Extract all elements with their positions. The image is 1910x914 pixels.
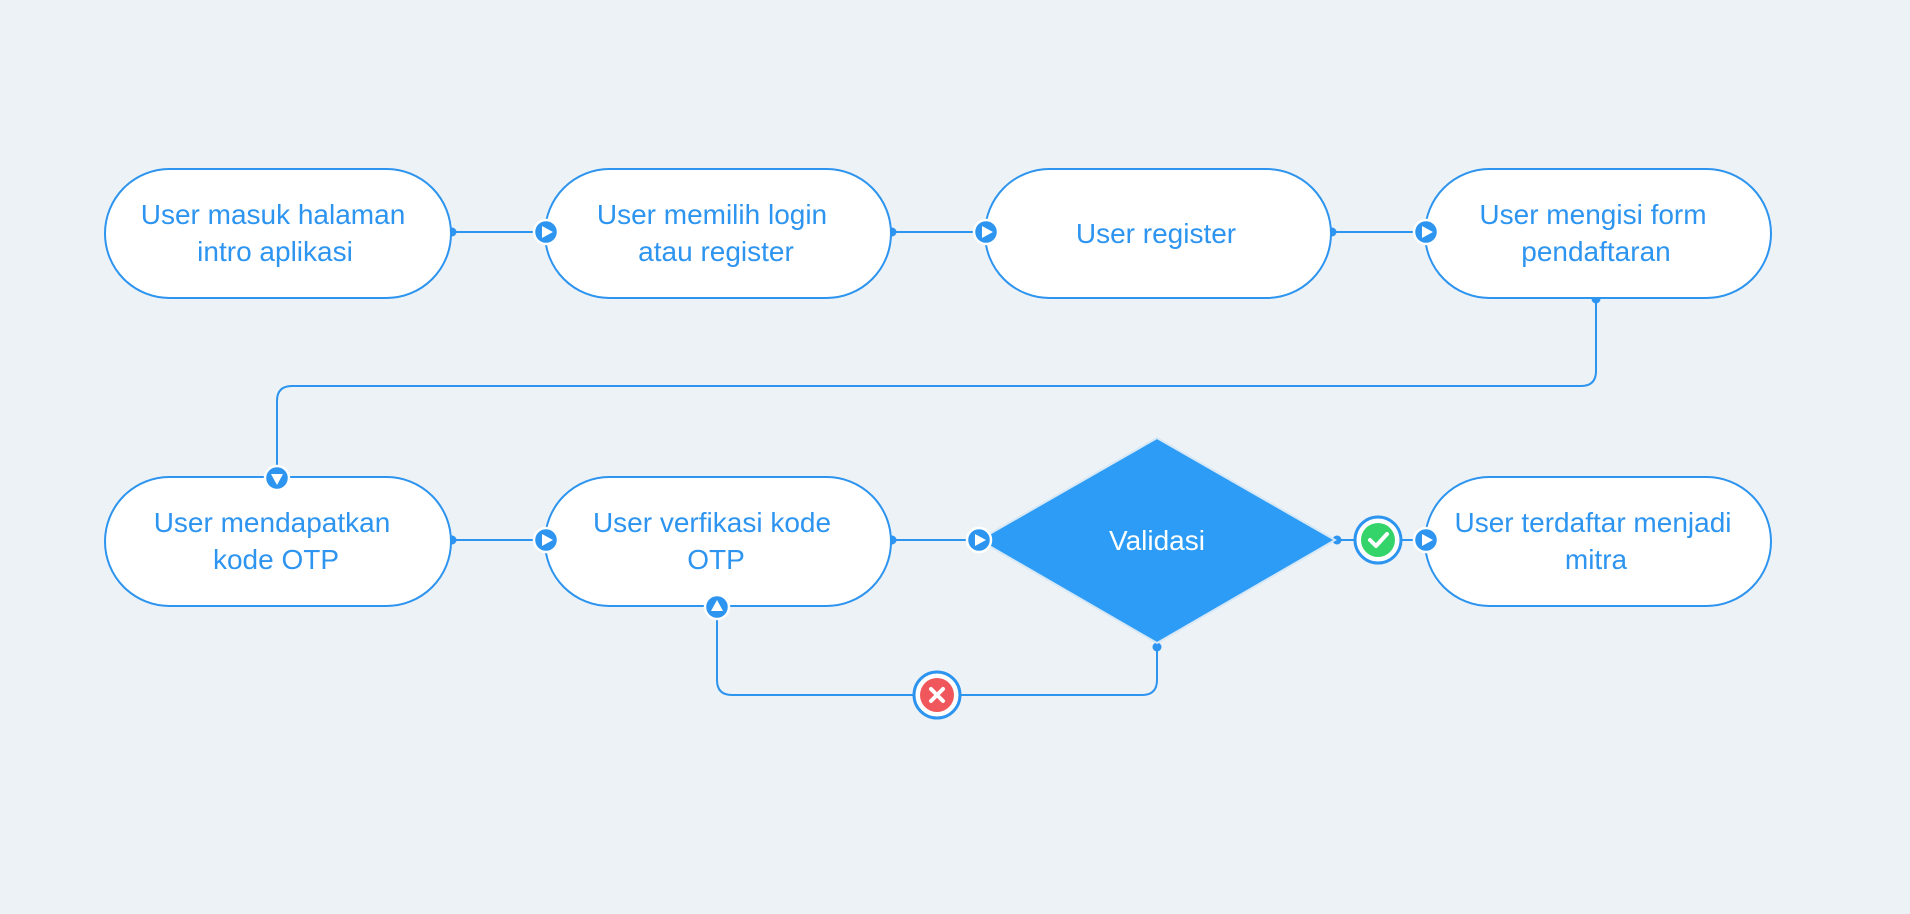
node-otp-line2: kode OTP — [213, 544, 339, 575]
x-circle-icon — [912, 670, 962, 720]
play-arrow-up-icon — [703, 593, 731, 621]
node-intro-line2: intro aplikasi — [197, 236, 353, 267]
connector-form-otp — [276, 299, 1597, 477]
play-arrow-icon — [532, 526, 560, 554]
node-mitra-line1: User terdaftar menjadi — [1454, 507, 1731, 538]
node-form[interactable]: User mengisi form pendaftaran — [1424, 168, 1772, 299]
node-choose-line2: atau register — [638, 236, 794, 267]
connector-dot — [1332, 535, 1342, 545]
node-verify-line2: OTP — [687, 544, 745, 575]
node-intro-line1: User masuk halaman — [141, 199, 406, 230]
node-choose-line1: User memilih login — [597, 199, 827, 230]
node-verify[interactable]: User verfikasi kode OTP — [544, 476, 892, 607]
decision-validasi[interactable]: Validasi — [976, 436, 1338, 645]
node-otp-line1: User mendapatkan — [154, 507, 391, 538]
play-arrow-down-icon — [263, 464, 291, 492]
play-arrow-icon — [532, 218, 560, 246]
node-verify-line1: User verfikasi kode — [593, 507, 831, 538]
node-form-line1: User mengisi form — [1479, 199, 1706, 230]
node-form-line2: pendaftaran — [1521, 236, 1670, 267]
play-arrow-icon — [972, 218, 1000, 246]
play-arrow-icon — [965, 526, 993, 554]
node-mitra[interactable]: User terdaftar menjadi mitra — [1424, 476, 1772, 607]
node-register-label: User register — [1076, 218, 1236, 249]
connectors — [276, 231, 1597, 696]
decision-validasi-label: Validasi — [1109, 525, 1205, 556]
node-choose[interactable]: User memilih login atau register — [544, 168, 892, 299]
node-intro[interactable]: User masuk halaman intro aplikasi — [104, 168, 452, 299]
node-mitra-line2: mitra — [1565, 544, 1628, 575]
node-otp[interactable]: User mendapatkan kode OTP — [104, 476, 452, 607]
connector-dot — [1152, 642, 1162, 652]
play-arrow-icon — [1412, 526, 1440, 554]
check-circle-icon — [1353, 515, 1403, 565]
play-arrow-icon — [1412, 218, 1440, 246]
node-register[interactable]: User register — [984, 168, 1332, 299]
